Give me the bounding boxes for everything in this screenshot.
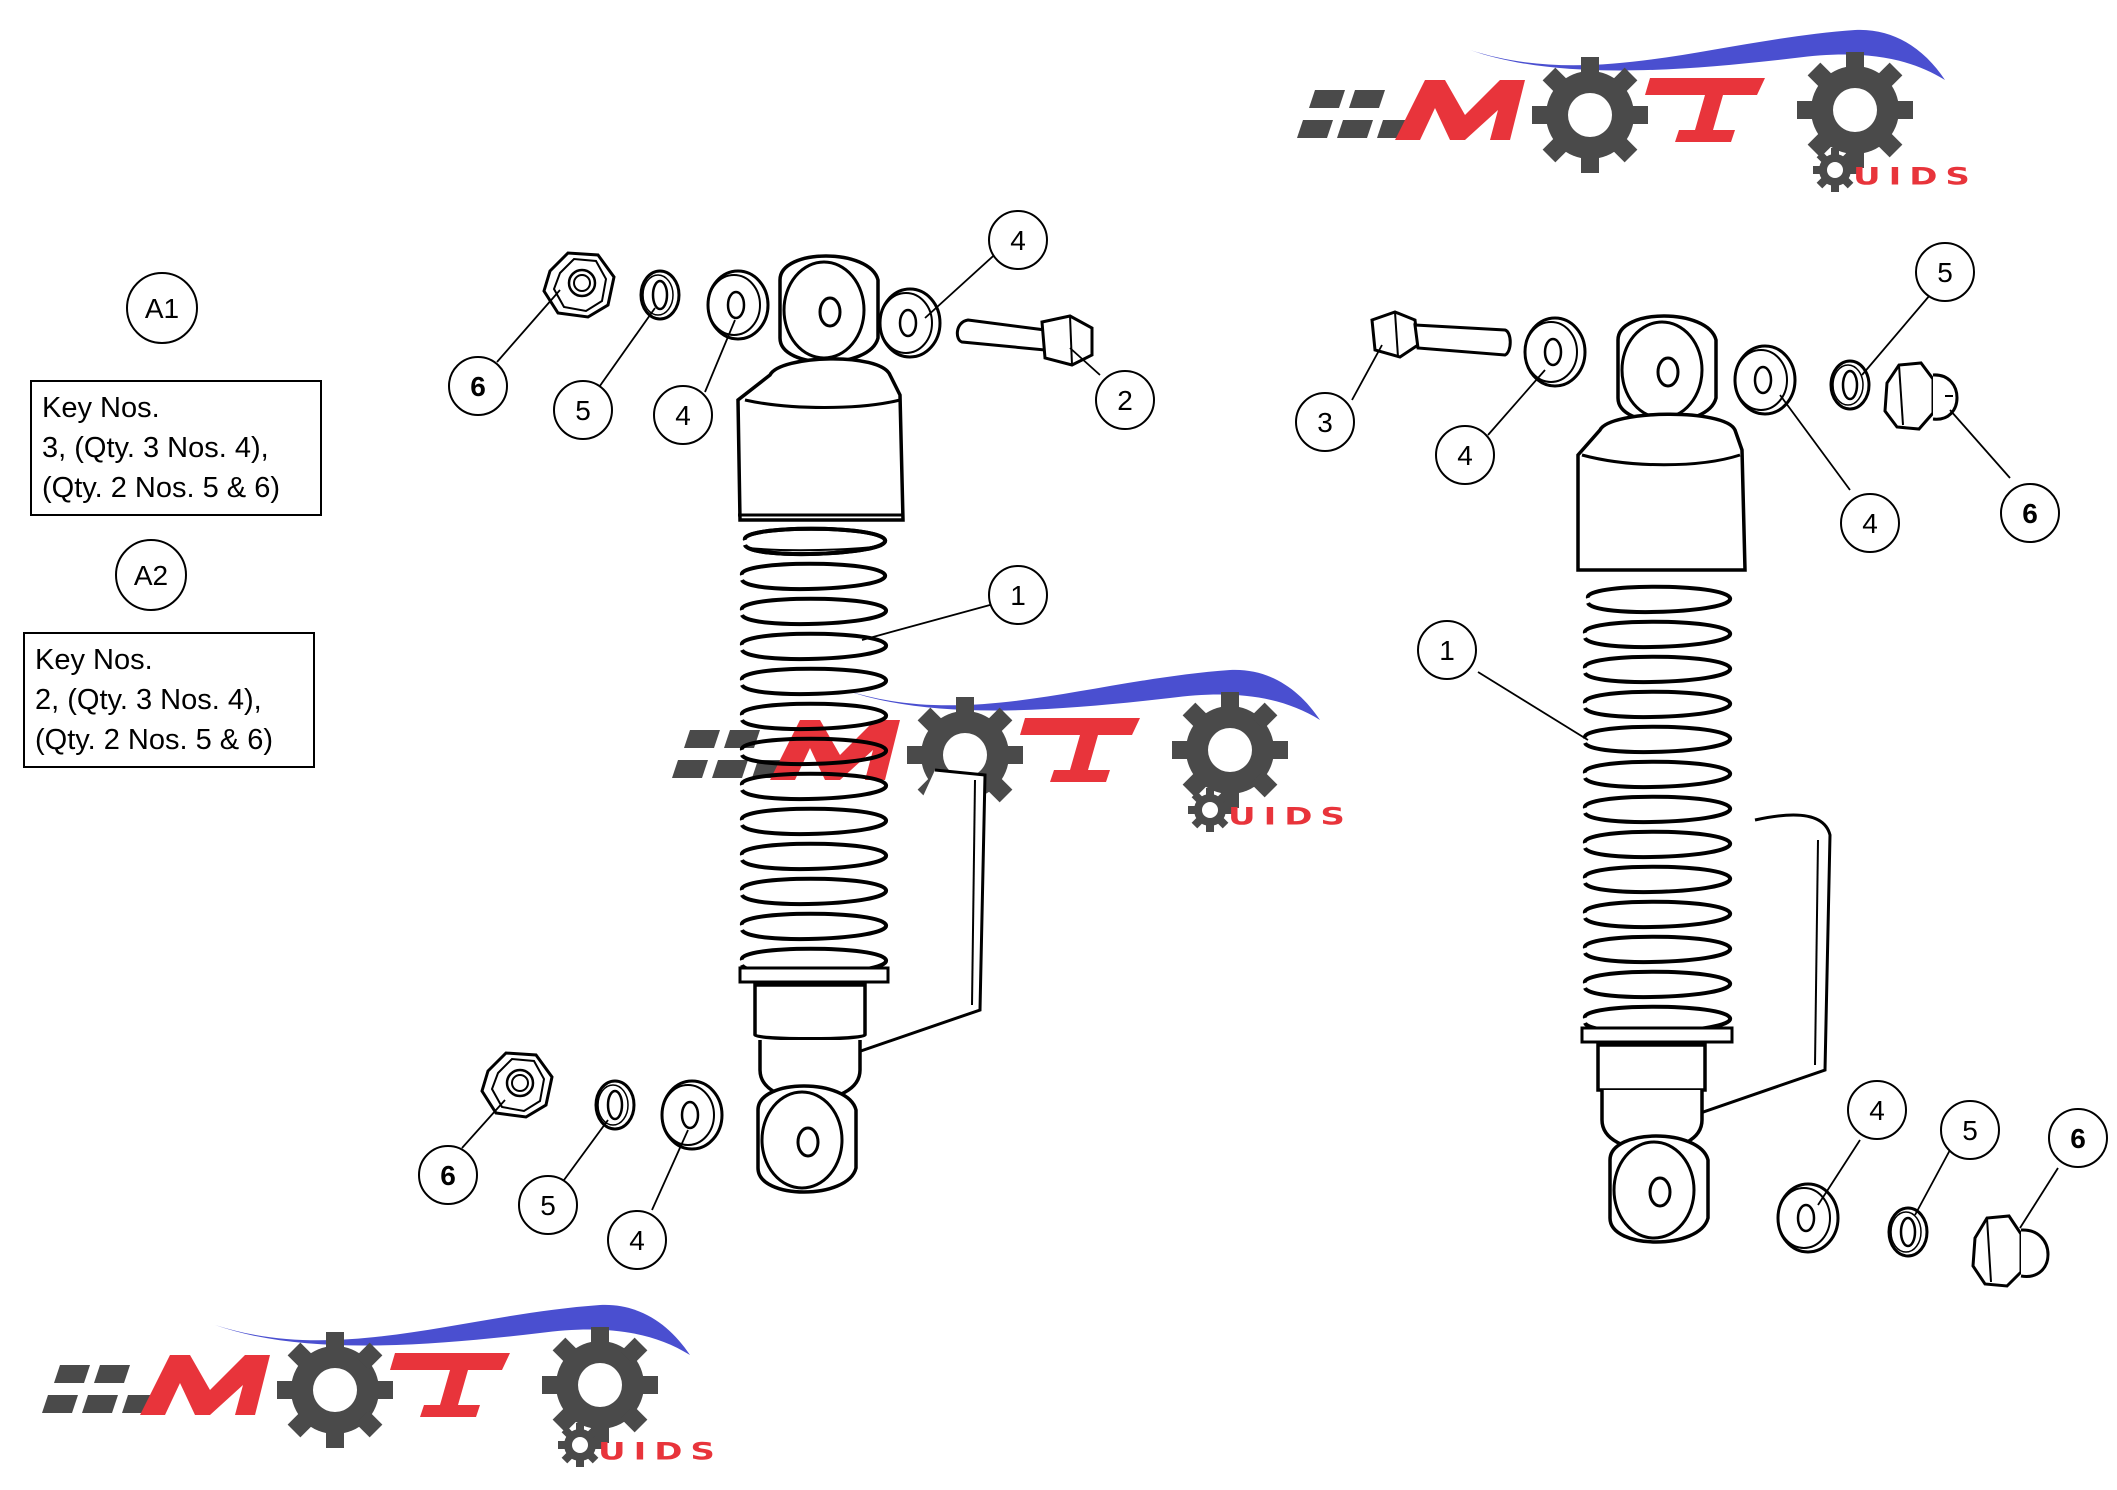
- right-shock-absorber: [1576, 314, 1832, 1244]
- callouts: 6 5 4 4 2 1 6 5 4 3 4 5 4 6 1 4 5 6 A1 A…: [115, 210, 2108, 1270]
- callout-right-top-4a: 4: [1435, 425, 1495, 485]
- callout-left-top-5: 5: [553, 380, 613, 440]
- svg-text:5: 5: [540, 1190, 556, 1221]
- svg-text:6: 6: [440, 1160, 456, 1191]
- legend-a1-line-1: Key Nos.: [42, 392, 160, 424]
- logo-top-right: [1297, 30, 1978, 192]
- callout-right-top-4b: 4: [1840, 493, 1900, 553]
- svg-text:4: 4: [675, 400, 691, 431]
- left-top-hardware: [542, 251, 1094, 367]
- svg-text:4: 4: [1457, 440, 1473, 471]
- legend-a2-line-1: Key Nos.: [35, 644, 153, 676]
- callout-right-bottom-5: 5: [1940, 1100, 2000, 1160]
- svg-text:3: 3: [1317, 407, 1333, 438]
- svg-text:6: 6: [2022, 498, 2038, 529]
- svg-text:2: 2: [1117, 385, 1133, 416]
- svg-text:5: 5: [1962, 1115, 1978, 1146]
- right-top-hardware: [1370, 310, 1959, 431]
- callout-left-top-4a: 4: [653, 385, 713, 445]
- legend-a1-line-2: 3, (Qty. 3 Nos. 4),: [42, 432, 269, 464]
- svg-text:6: 6: [470, 371, 486, 402]
- callout-right-bottom-6: 6: [2048, 1108, 2108, 1168]
- callout-left-top-4b: 4: [988, 210, 1048, 270]
- legend-id-a2: A2: [115, 539, 187, 611]
- callout-left-bottom-4: 4: [607, 1210, 667, 1270]
- right-spring-coils: [1582, 584, 1733, 1035]
- legend-a2-line-3: (Qty. 2 Nos. 5 & 6): [35, 724, 273, 756]
- callout-left-shock-1: 1: [988, 565, 1048, 625]
- svg-text:1: 1: [1010, 580, 1026, 611]
- logo-bottom-left: [42, 1305, 723, 1467]
- callout-left-top-6: 6: [448, 356, 508, 416]
- legend-a2-line-2: 2, (Qty. 3 Nos. 4),: [35, 684, 262, 716]
- legend-id-a1: A1: [126, 272, 198, 344]
- legend-box-a1: Key Nos. 3, (Qty. 3 Nos. 4), (Qty. 2 Nos…: [30, 380, 322, 516]
- callout-right-top-5: 5: [1915, 242, 1975, 302]
- svg-text:5: 5: [1937, 257, 1953, 288]
- right-bottom-hardware: [1776, 1182, 2050, 1288]
- svg-text:5: 5: [575, 395, 591, 426]
- svg-text:A2: A2: [134, 560, 168, 591]
- svg-text:4: 4: [1862, 508, 1878, 539]
- svg-text:6: 6: [2070, 1123, 2086, 1154]
- left-shock-absorber: [736, 254, 987, 1194]
- callout-right-top-6: 6: [2000, 483, 2060, 543]
- svg-text:4: 4: [1010, 225, 1026, 256]
- svg-text:A1: A1: [145, 293, 179, 324]
- callout-left-bottom-6: 6: [418, 1145, 478, 1205]
- legend-a1-line-3: (Qty. 2 Nos. 5 & 6): [42, 472, 280, 504]
- callout-right-top-3: 3: [1295, 392, 1355, 452]
- svg-text:4: 4: [629, 1225, 645, 1256]
- svg-text:1: 1: [1439, 635, 1455, 666]
- callout-left-top-2: 2: [1095, 370, 1155, 430]
- callout-right-shock-1: 1: [1417, 620, 1477, 680]
- legend-box-a2: Key Nos. 2, (Qty. 3 Nos. 4), (Qty. 2 Nos…: [23, 632, 315, 768]
- callout-left-bottom-5: 5: [518, 1175, 578, 1235]
- leader-lines: [461, 247, 2059, 1229]
- svg-text:4: 4: [1869, 1095, 1885, 1126]
- callout-right-bottom-4: 4: [1847, 1080, 1907, 1140]
